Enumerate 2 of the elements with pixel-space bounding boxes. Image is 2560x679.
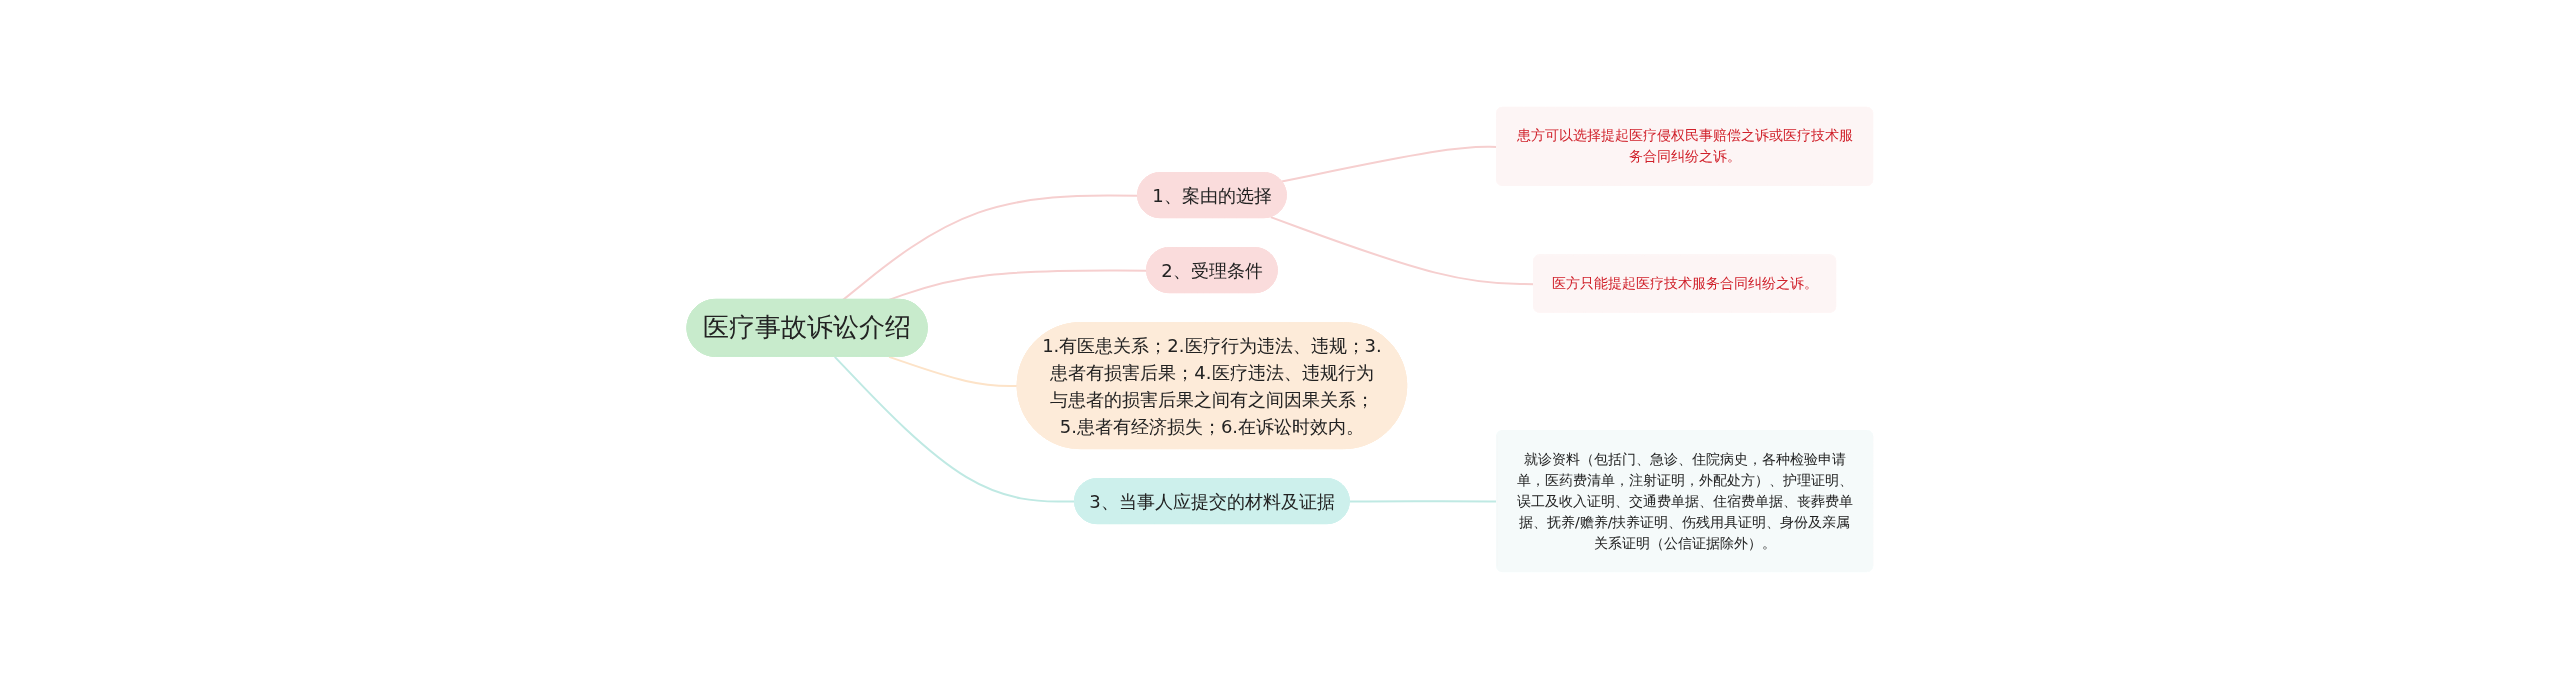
connector — [833, 355, 1077, 503]
connector — [888, 355, 1019, 388]
